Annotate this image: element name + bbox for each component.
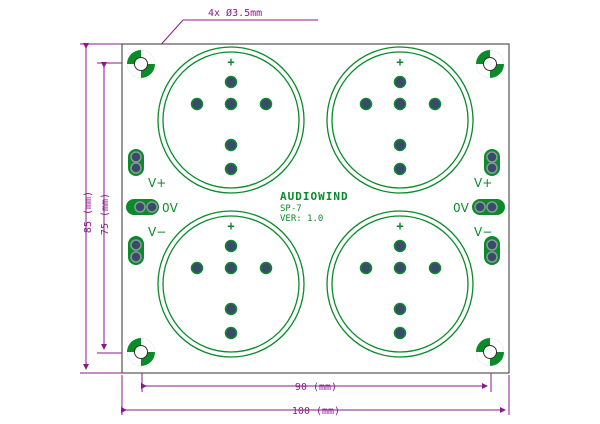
model-text: SP-7 <box>280 204 302 214</box>
height-inner-label: 75 (mm) <box>100 193 111 235</box>
version-text: VER: 1.0 <box>280 214 323 224</box>
dimension-height-outer: 85 (mm) <box>80 43 122 374</box>
mounting-hole-bottom-right <box>476 338 504 366</box>
right-label-0v: 0V <box>453 201 470 215</box>
mounting-hole-top-right <box>476 50 504 78</box>
polarity-mark: + <box>396 55 403 69</box>
brand-text: AUDIOWIND <box>280 190 349 203</box>
right-label-vminus: V− <box>474 225 492 239</box>
left-label-vplus: V+ <box>148 176 166 190</box>
mounting-hole-bottom-left <box>127 338 155 366</box>
right-terminal-pads <box>472 149 505 265</box>
right-label-vplus: V+ <box>474 176 492 190</box>
mounting-hole-top-left <box>127 50 155 78</box>
width-inner-label: 90 (mm) <box>295 382 337 393</box>
capacitor-top-right: + <box>326 46 474 194</box>
height-outer-label: 85 (mm) <box>83 191 94 233</box>
board-outline <box>121 43 510 374</box>
left-label-0v: 0V <box>162 201 179 215</box>
polarity-mark: + <box>396 219 403 233</box>
left-label-vminus: V− <box>148 225 166 239</box>
hole-callout-label: 4x Ø3.5mm <box>208 7 262 19</box>
capacitor-top-left: + <box>157 46 305 194</box>
width-outer-label: 100 (mm) <box>292 406 340 417</box>
left-terminal-pads <box>126 149 159 265</box>
capacitor-bottom-right: + <box>326 210 474 358</box>
dimension-width-outer: 100 (mm) <box>121 375 510 417</box>
capacitor-bottom-left: + <box>157 210 305 358</box>
polarity-mark: + <box>227 55 234 69</box>
polarity-mark: + <box>227 219 234 233</box>
